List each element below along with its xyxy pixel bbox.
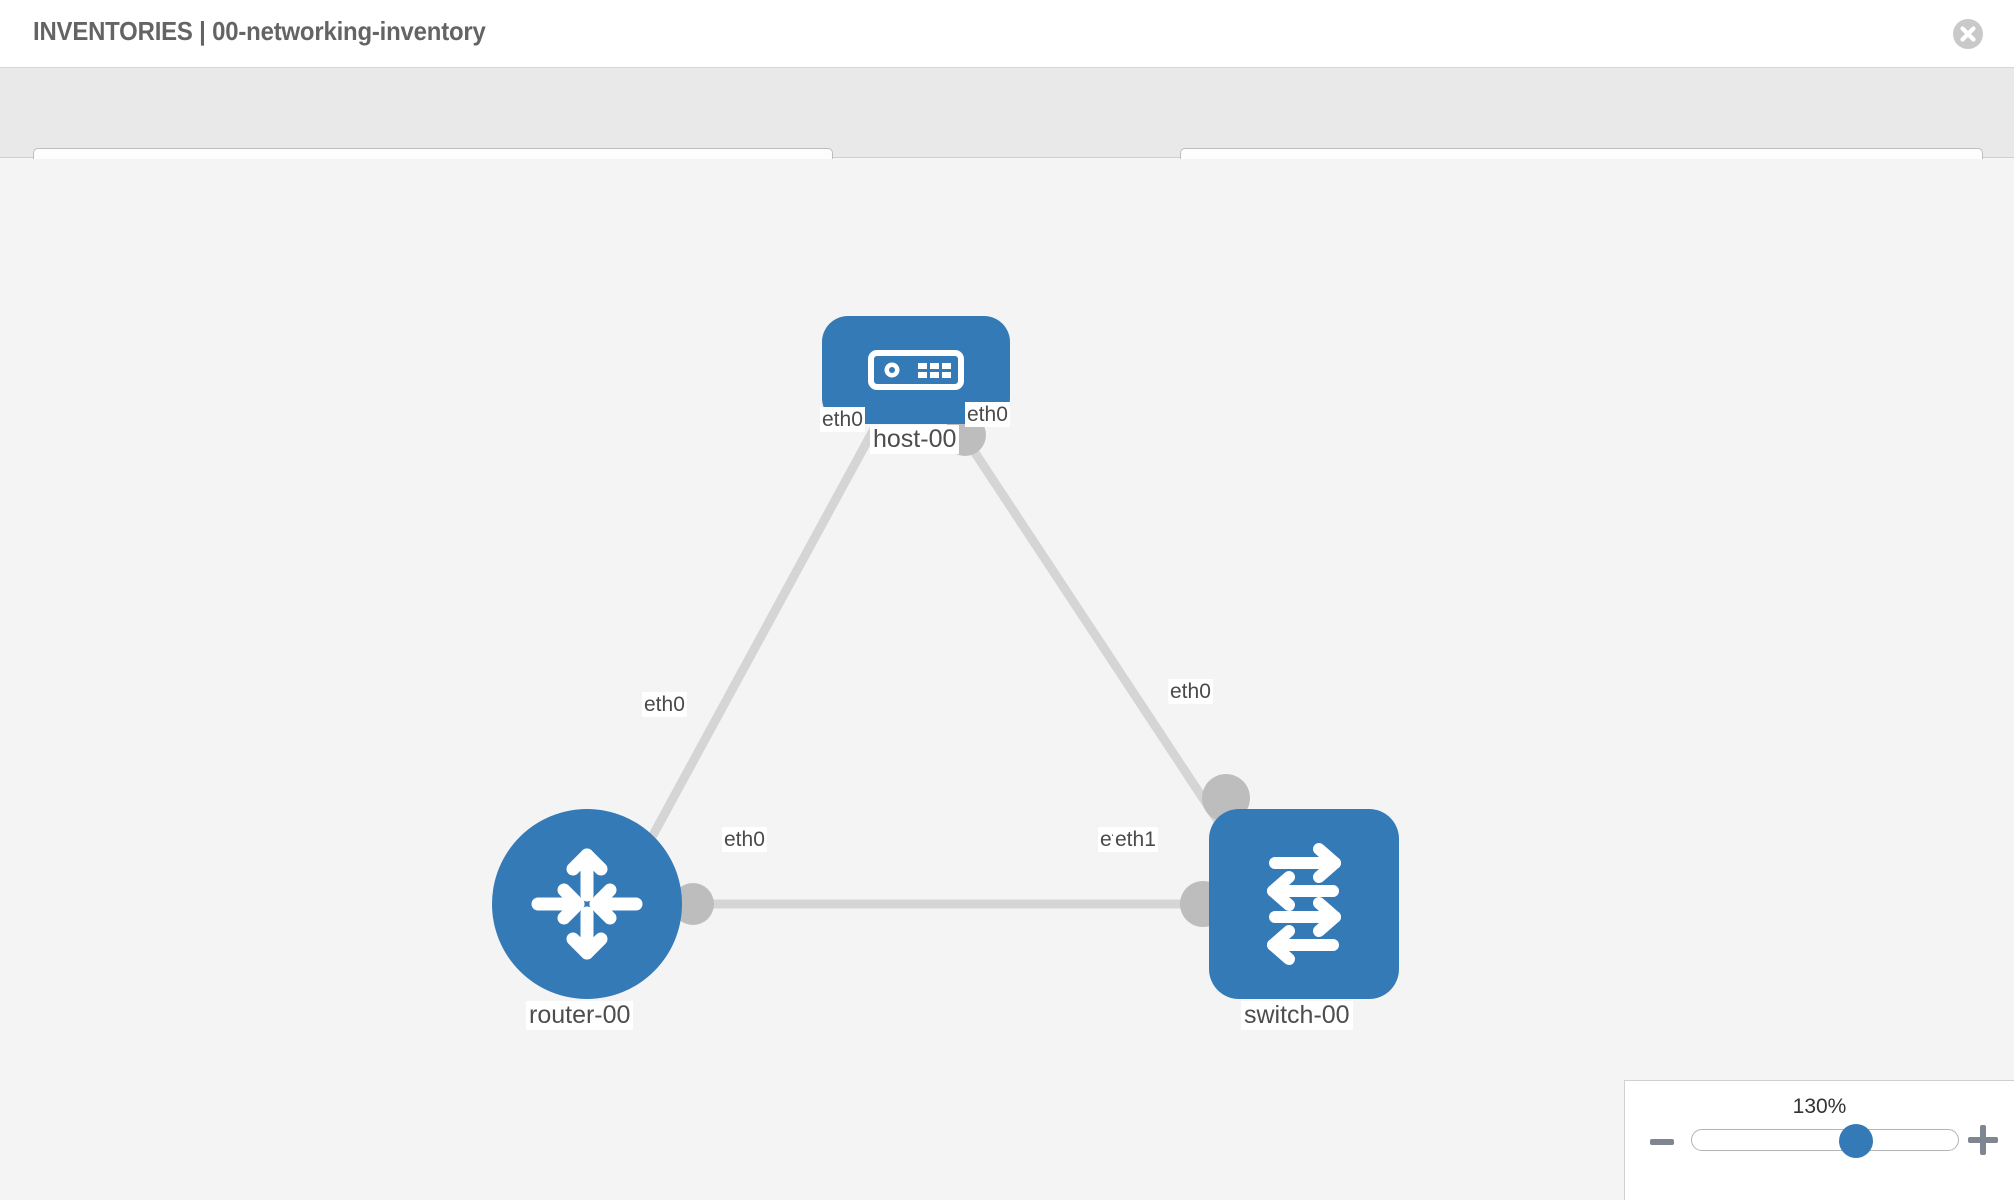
- edge-label-host-right[interactable]: eth0: [965, 402, 1010, 428]
- server-icon: [868, 350, 964, 390]
- topology-canvas[interactable]: host-00 rout: [0, 159, 2014, 1200]
- zoom-slider-track[interactable]: [1691, 1124, 1959, 1158]
- edge-label-router-uplink[interactable]: eth0: [642, 692, 687, 718]
- switch-node-shape[interactable]: [1209, 809, 1399, 999]
- topology-edges: [636, 424, 1247, 909]
- zoom-out-button[interactable]: [1649, 1129, 1675, 1160]
- close-icon[interactable]: [1952, 18, 1984, 50]
- switch-arrows-icon: [1267, 843, 1341, 965]
- page-header: INVENTORIES | 00-networking-inventory: [0, 0, 2014, 68]
- page-title: INVENTORIES | 00-networking-inventory: [33, 16, 486, 46]
- zoom-control-panel: 130%: [1624, 1080, 2014, 1200]
- edge-label-switch-left[interactable]: eth1: [1113, 827, 1158, 853]
- node-label-switch-00: switch-00: [1241, 1001, 1353, 1030]
- router-node-shape[interactable]: [492, 809, 682, 999]
- node-label-router-00: router-00: [526, 1001, 634, 1030]
- edge-label-router-right[interactable]: eth0: [722, 827, 767, 853]
- zoom-slider-thumb[interactable]: [1839, 1124, 1874, 1158]
- edge-label-host-left[interactable]: eth0: [820, 407, 865, 433]
- router-arrows-icon: [531, 848, 643, 960]
- zoom-level-label: 130%: [1792, 1095, 1847, 1118]
- node-label-host-00: host-00: [870, 425, 960, 454]
- edge-label-switch-uplink[interactable]: eth0: [1168, 679, 1213, 705]
- zoom-in-button[interactable]: [1966, 1123, 2000, 1162]
- toolbar: ACTIONS SEARCH: [0, 68, 2014, 200]
